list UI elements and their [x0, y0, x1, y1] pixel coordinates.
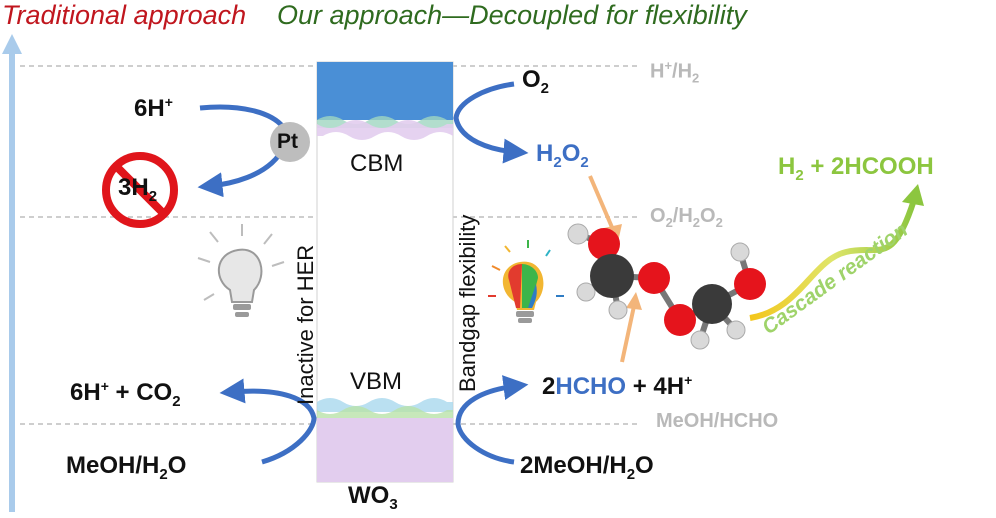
- hcho-to-molecule-arrow: [620, 305, 636, 363]
- meoh-oxidation-arrow: [455, 375, 529, 465]
- vbm-label: VBM: [350, 368, 403, 395]
- no-symbol-icon: [102, 152, 178, 228]
- bulb-off-icon: [197, 224, 285, 317]
- h2-product-label: 3H2: [118, 174, 158, 205]
- cascade-product-label: H2 + 2HCOOH: [778, 153, 934, 184]
- o2-reduction-arrow: [453, 81, 529, 164]
- rainbow-bulb-icon: [488, 240, 564, 323]
- pt-label: Pt: [277, 130, 298, 153]
- left-oxidation-arrow: [219, 378, 317, 465]
- protons-6h-label: 6H+: [134, 94, 173, 122]
- wo3-label: WO3: [348, 482, 398, 513]
- meoh-hcho-potential-label: MeOH/HCHO: [656, 410, 779, 432]
- left-reactant-label: MeOH/H2O: [66, 452, 187, 483]
- right-reactant-label: 2MeOH/H2O: [520, 452, 654, 483]
- h-h2-potential-label: H+/H2: [650, 58, 700, 86]
- bandgap-flexibility-label: Bandgap flexibility: [455, 214, 480, 392]
- inactive-for-her-label: Inactive for HER: [293, 244, 318, 405]
- left-products-label: 6H+ + CO2: [70, 378, 181, 410]
- wo3-band-block: [316, 61, 454, 483]
- h2o2-to-molecule-arrow: [588, 175, 616, 233]
- energy-axis-arrow: [2, 34, 22, 512]
- o2-h2o2-potential-label: O2/H2O2: [650, 205, 723, 230]
- h2o2-label: H2O2: [536, 140, 589, 171]
- o2-label: O2: [522, 66, 550, 97]
- cbm-label: CBM: [350, 150, 404, 177]
- hcho-products-label: 2HCHO + 4H+: [542, 372, 693, 400]
- molecule-icon: [567, 223, 766, 350]
- cascade-arrow: [749, 184, 924, 321]
- pt-cocatalyst: [270, 122, 310, 162]
- our-approach-title: Our approach—Decoupled for flexibility: [277, 0, 747, 30]
- traditional-approach-title: Traditional approach: [2, 0, 247, 30]
